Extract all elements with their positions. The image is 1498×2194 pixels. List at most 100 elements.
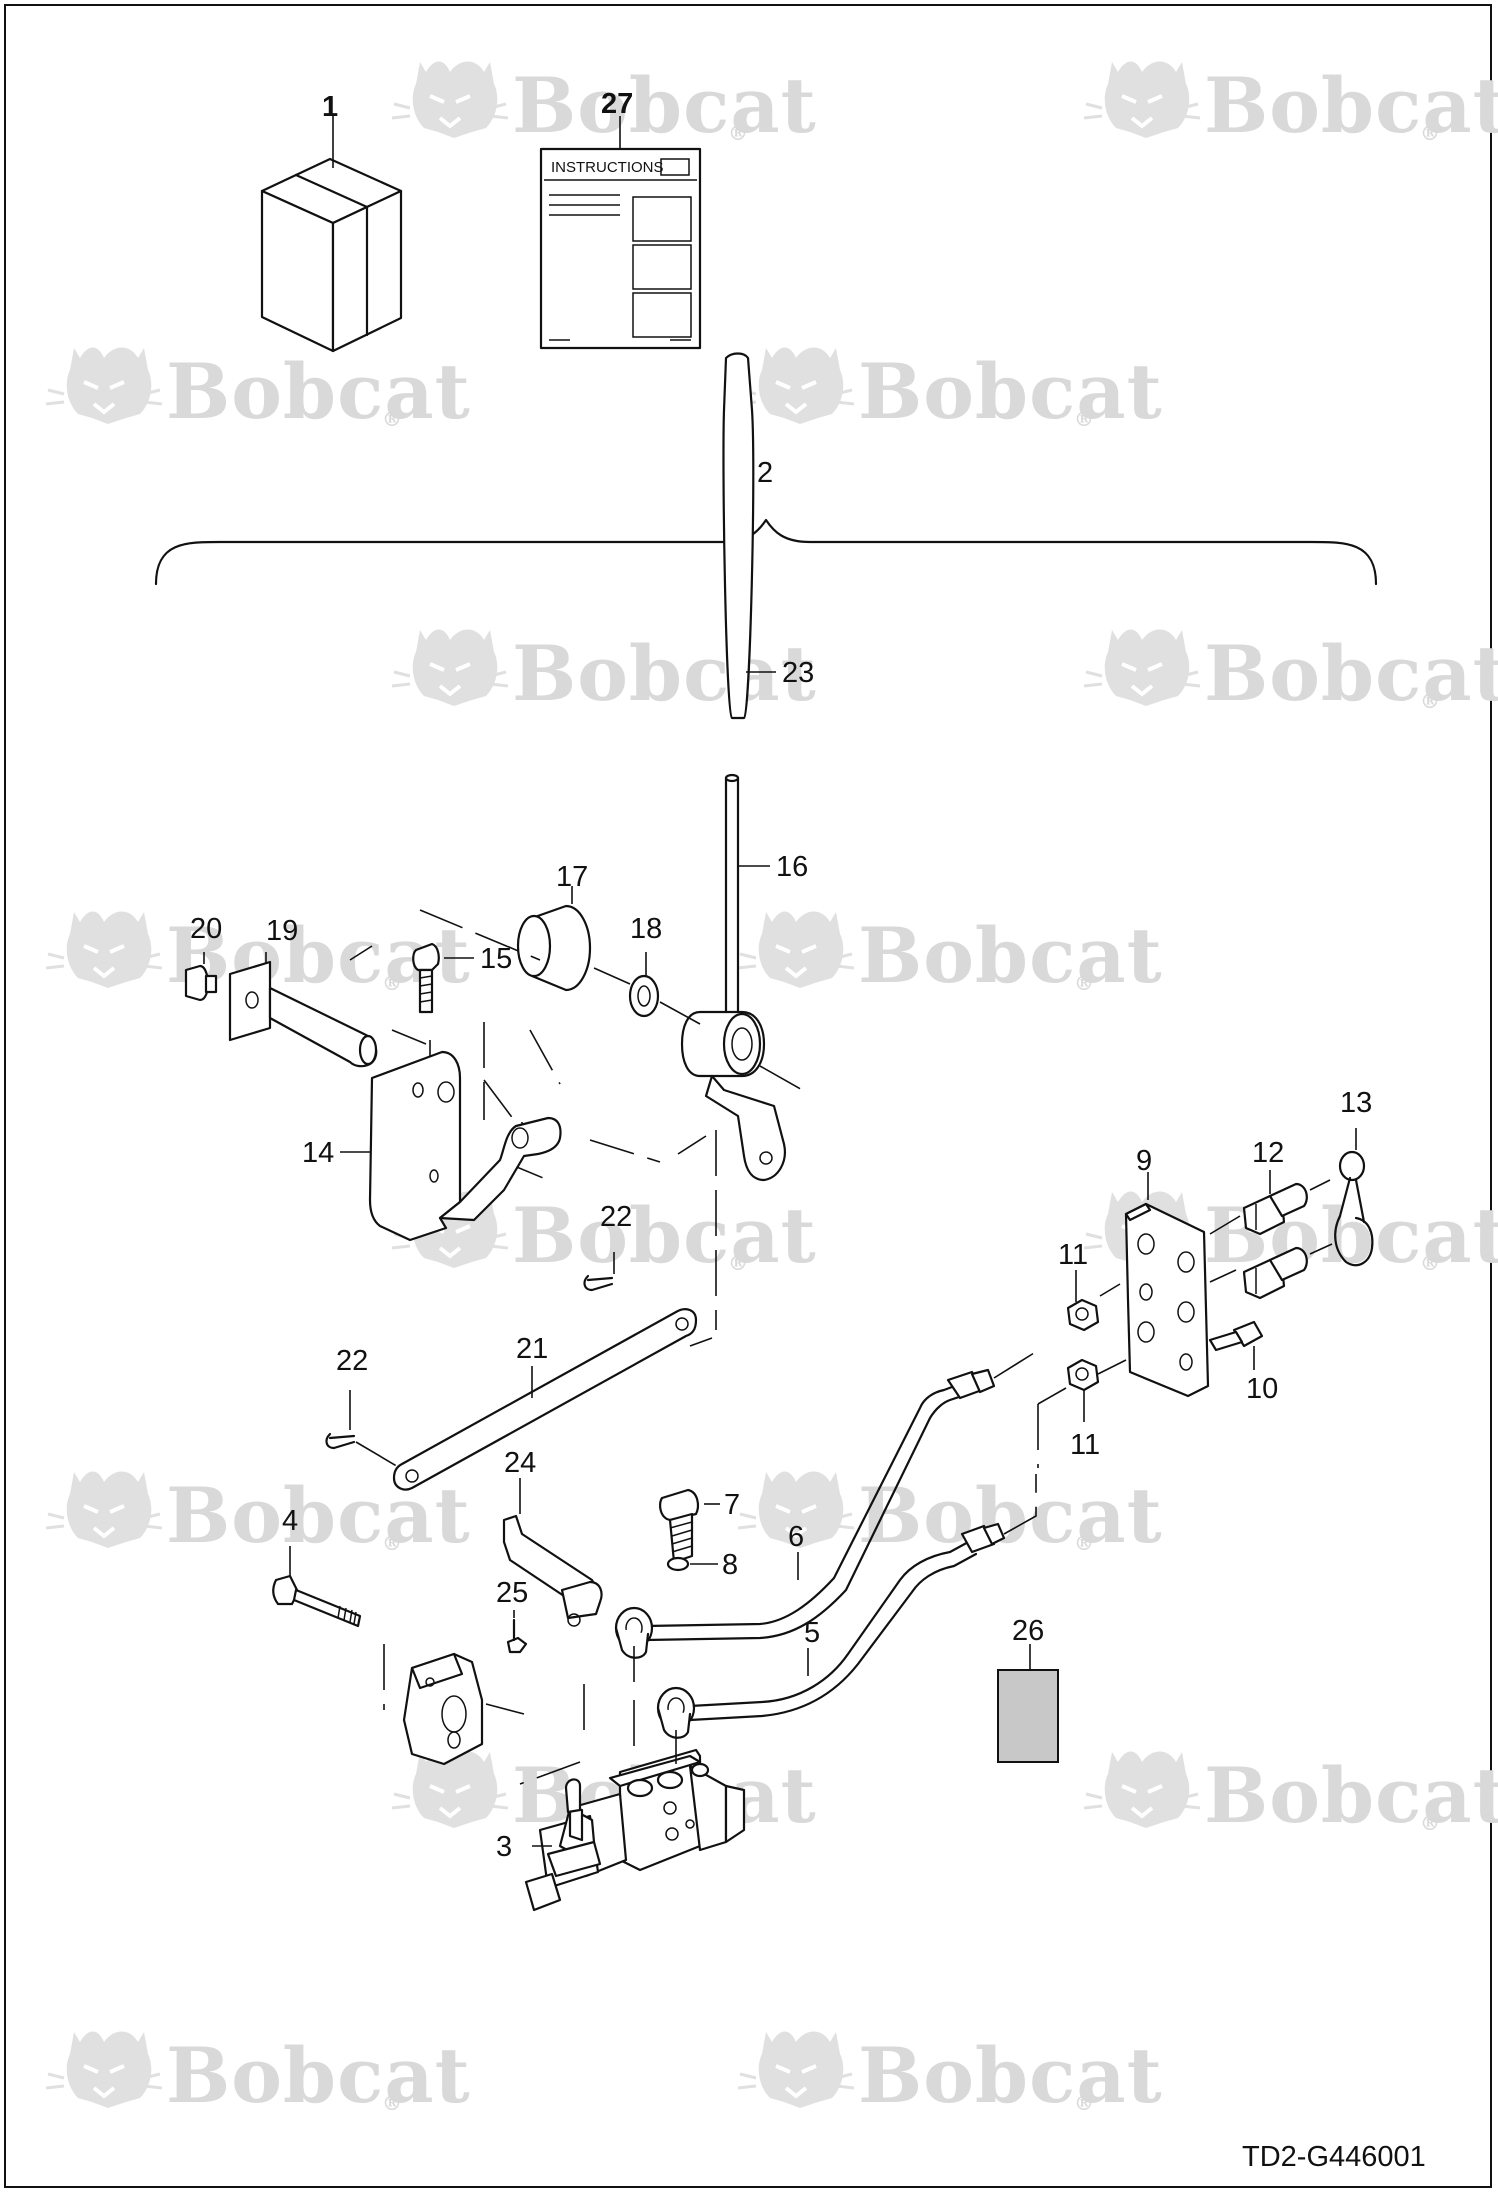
watermark-trademark: ®	[728, 121, 749, 145]
callout-6: 6	[788, 1521, 804, 1553]
bobcat-logo-icon	[390, 59, 510, 140]
watermark-9: Bobcat ®	[390, 1189, 817, 1280]
callout-22-upper: 22	[600, 1201, 632, 1233]
bobcat-logo-icon	[736, 2029, 856, 2110]
callout-22-lower: 22	[336, 1345, 368, 1377]
watermark-trademark: ®	[1074, 1531, 1095, 1555]
watermark-text: Bobcat	[512, 629, 817, 718]
callout-21: 21	[516, 1333, 548, 1365]
watermark-text: Bobcat	[166, 2031, 471, 2120]
bobcat-logo-icon	[44, 909, 164, 990]
drawing-reference-code: TD2-G446001	[1242, 2141, 1426, 2173]
part-8-o-ring: 8	[666, 1549, 738, 1581]
callout-25: 25	[496, 1577, 528, 1609]
watermark-trademark: ®	[382, 1531, 403, 1555]
bobcat-logo-icon	[44, 1469, 164, 1550]
bobcat-logo-icon	[1082, 627, 1202, 708]
callout-9: 9	[1136, 1145, 1152, 1177]
part-25-screw: 25	[496, 1577, 528, 1654]
bobcat-logo-icon	[736, 345, 856, 426]
bobcat-logo-icon	[44, 345, 164, 426]
watermark-text: Bobcat	[858, 347, 1163, 436]
watermark-trademark: ®	[1074, 407, 1095, 431]
callout-23: 23	[782, 657, 814, 689]
callout-7: 7	[724, 1489, 740, 1521]
watermark-5: Bobcat ®	[390, 627, 817, 718]
watermark-trademark: ®	[382, 971, 403, 995]
callout-4: 4	[282, 1505, 298, 1537]
watermark-text: Bobcat	[1204, 61, 1498, 150]
watermark-text: Bobcat	[166, 1471, 471, 1560]
callout-19: 19	[266, 915, 298, 947]
callout-27: 27	[601, 88, 633, 120]
part-20-bolt: 20	[184, 913, 222, 1002]
part-4-long-bolt: 4	[272, 1505, 362, 1628]
watermark-trademark: ®	[1420, 1811, 1441, 1835]
callout-18: 18	[630, 913, 662, 945]
part-5-hydraulic-tube: 5	[656, 1474, 1037, 1764]
part-24-clevis-arm: 24	[502, 1447, 603, 1627]
part-12-quick-couplers: 12	[1242, 1137, 1333, 1300]
bobcat-logo-icon	[1082, 59, 1202, 140]
bobcat-logo-icon	[44, 2029, 164, 2110]
part-27-instruction-sheet: INSTRUCTIONS 27	[539, 88, 702, 350]
watermark-trademark: ®	[728, 1251, 749, 1275]
bobcat-logo-icon	[1082, 1749, 1202, 1830]
callout-20: 20	[190, 913, 222, 945]
watermark-trademark: ®	[382, 2091, 403, 2115]
part-17-bushing: 17	[516, 861, 592, 992]
watermark-text: Bobcat	[1204, 1751, 1498, 1840]
watermark-8: Bobcat ®	[736, 909, 1163, 1000]
part-11-nut-upper: 11	[1058, 1239, 1100, 1332]
callout-16: 16	[776, 851, 808, 883]
bobcat-logo-icon	[390, 627, 510, 708]
watermark-14: Bobcat ®	[1082, 1749, 1498, 1840]
watermark-layer: Bobcat ® Bobcat ® Bobcat ® Bobcat ® Bobc…	[44, 59, 1498, 2120]
watermark-trademark: ®	[1074, 2091, 1095, 2115]
part-6-hydraulic-tube: 6	[614, 1347, 1043, 1682]
part-16-lever: 16	[680, 773, 808, 1182]
watermark-2: Bobcat ®	[1082, 59, 1498, 150]
watermark-3: Bobcat ®	[44, 345, 471, 436]
callout-17: 17	[556, 861, 588, 893]
callout-5: 5	[804, 1617, 820, 1649]
bobcat-logo-icon	[736, 909, 856, 990]
part-18-washer: 18	[628, 913, 662, 1018]
part-9-bulkhead-plate: 9	[1099, 1145, 1241, 1398]
callout-26: 26	[1012, 1615, 1044, 1647]
part-15-bolt: 15	[412, 942, 512, 1014]
page-border	[4, 4, 1492, 2188]
watermark-11: Bobcat ®	[44, 1469, 471, 1560]
part-21-link-rod: 21	[392, 1308, 698, 1491]
watermark-6: Bobcat ®	[1082, 627, 1498, 718]
watermark-1: Bobcat ®	[390, 59, 817, 150]
watermark-text: Bobcat	[1204, 629, 1498, 718]
watermark-trademark: ®	[1420, 689, 1441, 713]
instructions-title: INSTRUCTIONS	[551, 159, 664, 176]
part-22-cotter-pin-lower: 22	[325, 1345, 401, 1469]
callout-13: 13	[1340, 1087, 1372, 1119]
callout-2: 2	[757, 457, 773, 489]
callout-10: 10	[1246, 1373, 1278, 1405]
callout-15: 15	[480, 943, 512, 975]
watermark-trademark: ®	[1420, 1251, 1441, 1275]
part-19-pivot-pin: 19	[228, 915, 378, 1068]
watermark-12: Bobcat ®	[736, 1469, 1163, 1560]
valve-mount-block	[383, 1644, 525, 1766]
watermark-4: Bobcat ®	[736, 345, 1163, 436]
watermark-text: Bobcat	[858, 1471, 1163, 1560]
callout-11-upper: 11	[1058, 1239, 1088, 1271]
watermark-text: Bobcat	[512, 61, 817, 150]
watermark-text: Bobcat	[512, 1191, 817, 1280]
watermark-15: Bobcat ®	[44, 2029, 471, 2120]
watermark-text: Bobcat	[1204, 1191, 1498, 1280]
watermark-text: Bobcat	[166, 347, 471, 436]
part-7-banjo-bolt: 7	[659, 1488, 740, 1564]
part-26-decal: 26	[997, 1615, 1059, 1763]
watermark-text: Bobcat	[858, 2031, 1163, 2120]
part-1-kit-box: 1	[260, 91, 403, 353]
callout-14: 14	[302, 1137, 334, 1169]
watermark-text: Bobcat	[858, 911, 1163, 1000]
